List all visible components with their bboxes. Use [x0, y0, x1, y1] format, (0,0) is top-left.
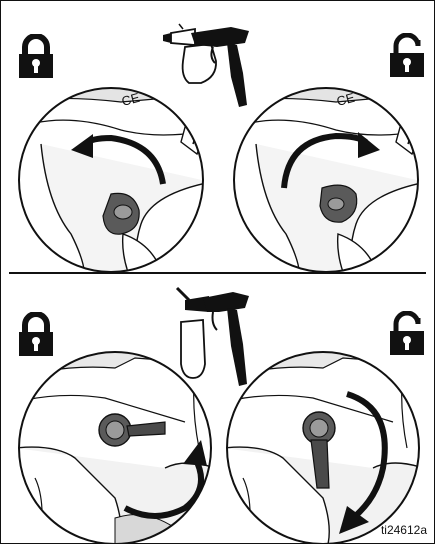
trigger-lock-engaged-view: CE — [11, 84, 211, 273]
lock-icon — [17, 34, 55, 80]
unlock-icon — [388, 33, 426, 79]
top-panel-trigger-lock: CE CE — [1, 1, 434, 273]
trigger-lock-released-view-alt — [223, 348, 421, 543]
trigger-lock-engaged-view-alt — [15, 348, 213, 543]
figure-id-label: ti24612a — [381, 523, 427, 537]
bottom-panel-trigger-lock: ti24612a — [1, 274, 434, 543]
trigger-lock-released-view: CE — [226, 84, 426, 273]
